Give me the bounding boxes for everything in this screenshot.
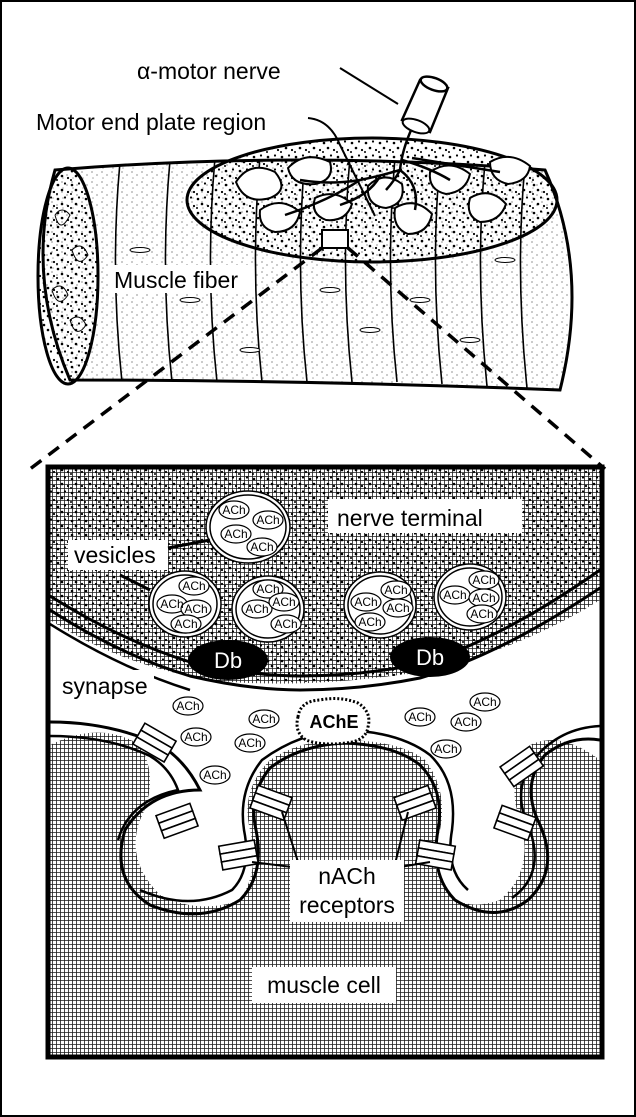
svg-text:ACh: ACh [222,503,245,517]
svg-text:ACh: ACh [256,513,279,527]
dense-body-right-label: Db [416,645,444,670]
svg-text:ACh: ACh [238,736,261,750]
svg-text:ACh: ACh [224,527,247,541]
motor-end-plate-label: Motor end plate region [36,109,266,135]
svg-text:ACh: ACh [274,617,297,631]
svg-text:ACh: ACh [443,588,466,602]
svg-text:ACh: ACh [434,742,457,756]
svg-text:ACh: ACh [472,591,495,605]
svg-text:ACh: ACh [184,730,207,744]
svg-text:ACh: ACh [408,710,431,724]
svg-text:ACh: ACh [176,699,199,713]
fiber-cross-section [38,168,98,384]
muscle-fiber-label: Muscle fiber [114,267,238,293]
svg-text:ACh: ACh [386,601,409,615]
svg-text:ACh: ACh [174,617,197,631]
nach-label-line2: receptors [299,892,395,918]
nerve-terminal-label: nerve terminal [337,505,483,531]
svg-text:ACh: ACh [160,597,183,611]
svg-text:ACh: ACh [473,695,496,709]
svg-text:ACh: ACh [472,573,495,587]
svg-text:ACh: ACh [358,615,381,629]
svg-text:ACh: ACh [250,540,273,554]
vesicles-label: vesicles [74,542,156,568]
svg-text:ACh: ACh [384,583,407,597]
zoom-region-box [322,230,348,248]
alpha-motor-nerve-label: α-motor nerve [137,58,281,84]
svg-text:ACh: ACh [256,582,279,596]
svg-text:ACh: ACh [454,715,477,729]
muscle-cell-label: muscle cell [267,972,381,998]
svg-text:ACh: ACh [470,607,493,621]
nach-label-line1: nACh [318,863,376,889]
ache-label: AChE [310,712,359,732]
svg-text:ACh: ACh [184,602,207,616]
dense-body-left-label: Db [214,648,242,673]
alpha-motor-nerve-pointer [340,68,398,104]
svg-text:ACh: ACh [245,602,268,616]
svg-text:ACh: ACh [203,768,226,782]
svg-text:ACh: ACh [354,595,377,609]
alpha-motor-nerve-fiber [401,74,449,137]
synapse-label: synapse [62,673,148,699]
svg-text:ACh: ACh [252,712,275,726]
svg-text:ACh: ACh [182,579,205,593]
svg-text:ACh: ACh [272,595,295,609]
